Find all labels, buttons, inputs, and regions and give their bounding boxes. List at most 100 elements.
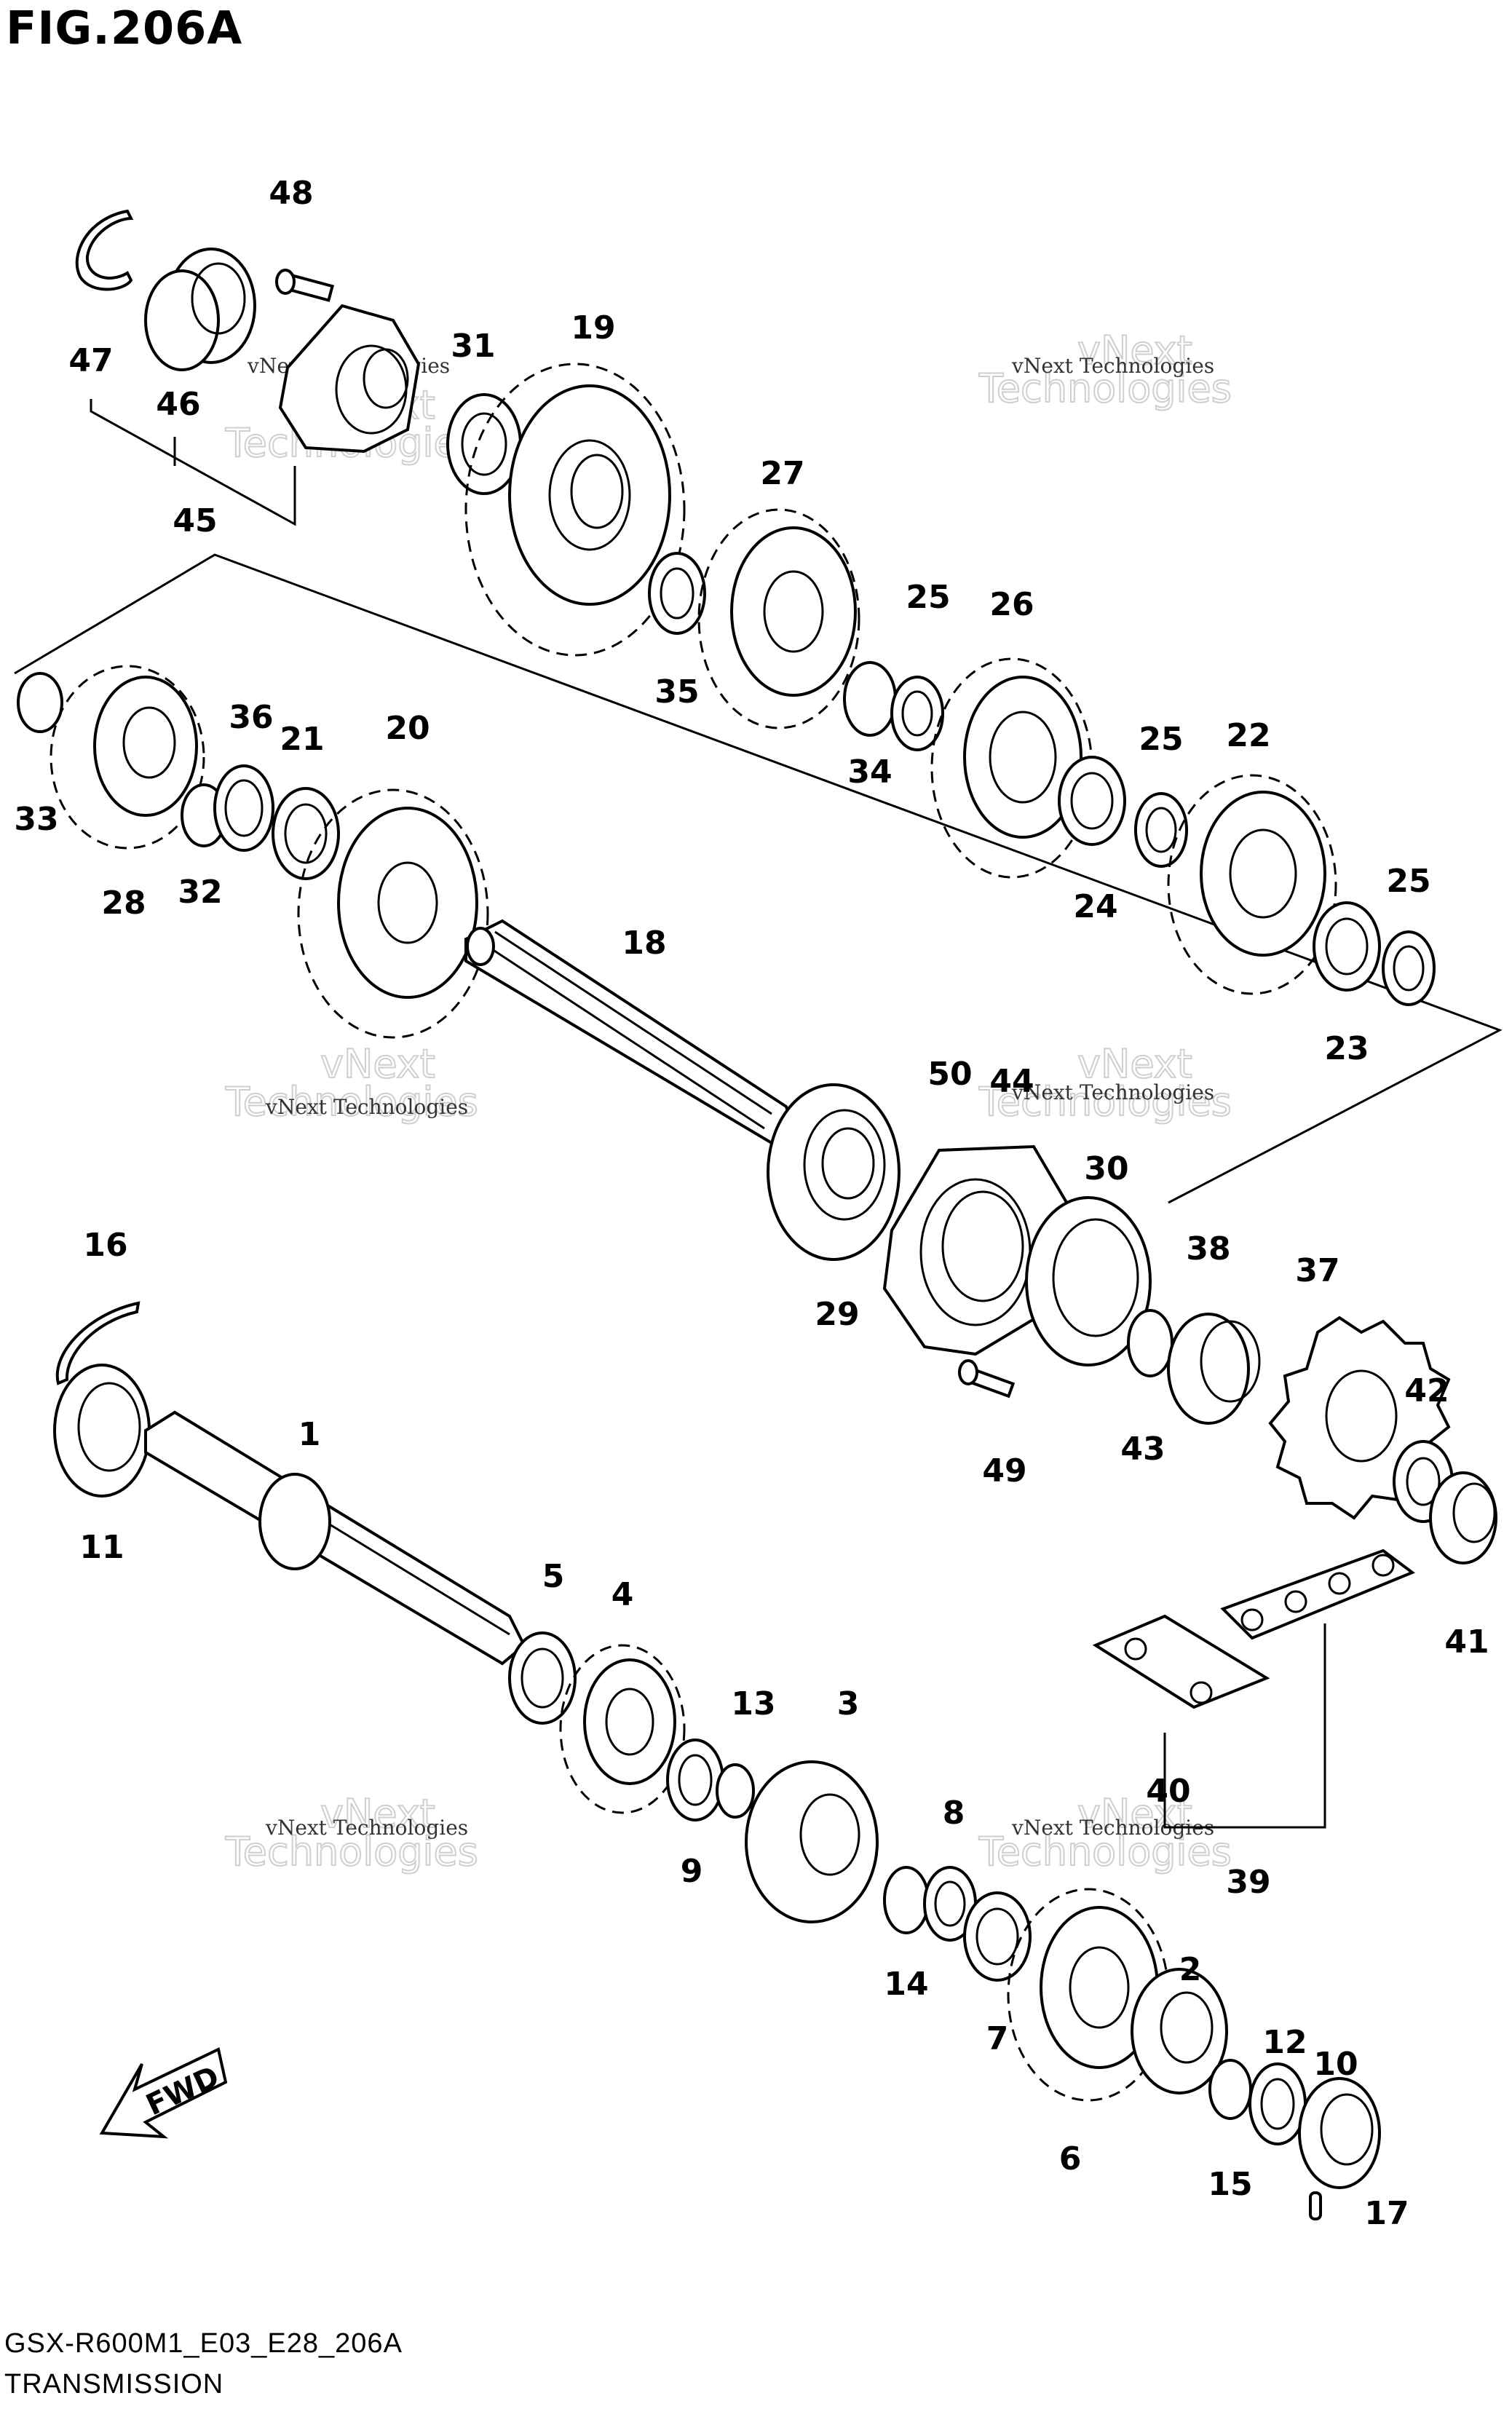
svg-text:vNext Technologies: vNext Technologies xyxy=(225,1791,478,1875)
callout-20: 20 xyxy=(385,710,430,747)
part-12-washer xyxy=(1248,2062,1307,2145)
driveshaft-assembly xyxy=(53,1301,1381,2220)
callout-41: 41 xyxy=(1444,1623,1489,1661)
callout-6: 6 xyxy=(1059,2140,1082,2177)
callout-30: 30 xyxy=(1084,1150,1128,1187)
part-45-bearing-retainer xyxy=(278,304,421,454)
callout-4: 4 xyxy=(611,1576,634,1613)
part-49-screw xyxy=(958,1359,1016,1399)
callout-28: 28 xyxy=(101,885,146,922)
part-15-circlip xyxy=(1208,2059,1252,2120)
callout-22: 22 xyxy=(1226,717,1270,754)
callout-16: 16 xyxy=(83,1227,127,1264)
callout-25: 25 xyxy=(906,579,950,616)
callout-44: 44 xyxy=(989,1063,1034,1100)
callout-17: 17 xyxy=(1364,2195,1409,2232)
callout-49: 49 xyxy=(982,1452,1026,1490)
group-bracket-45 xyxy=(90,399,296,526)
callout-34: 34 xyxy=(847,753,892,791)
part-33-circlip xyxy=(17,672,63,733)
part-14-circlip xyxy=(883,1866,930,1934)
part-26-gear xyxy=(930,657,1093,879)
part-5-bushing xyxy=(508,1631,577,1725)
callout-9: 9 xyxy=(681,1853,703,1890)
part-22-gear xyxy=(1167,774,1337,995)
group-bracket-countershaft xyxy=(14,553,1503,1204)
part-27-gear xyxy=(697,508,860,729)
callout-5: 5 xyxy=(542,1558,565,1595)
part-11-oil-seal xyxy=(53,1364,151,1498)
callout-15: 15 xyxy=(1208,2166,1252,2203)
part-28-gear xyxy=(50,665,205,850)
watermark-text: vNext Technologies xyxy=(265,1816,468,1840)
part-3-gear xyxy=(745,1760,879,1923)
callout-12: 12 xyxy=(1262,2024,1307,2061)
callout-3: 3 xyxy=(837,1685,860,1722)
callout-42: 42 xyxy=(1404,1372,1449,1409)
callout-31: 31 xyxy=(451,328,495,365)
svg-text:vNext Technologies: vNext Technologies xyxy=(225,1041,478,1125)
part-25-washer-c xyxy=(1382,930,1436,1006)
watermark-line2: Technologies xyxy=(225,1829,478,1875)
part-4-gear xyxy=(559,1644,686,1814)
callout-29: 29 xyxy=(815,1296,859,1333)
watermark-text: vNext Technologies xyxy=(265,1095,468,1119)
part-9-washer xyxy=(666,1738,724,1821)
watermark-text: vNext Technologies xyxy=(1011,1080,1214,1104)
part-34-circlip xyxy=(843,661,897,737)
callout-39: 39 xyxy=(1226,1864,1270,1901)
callout-19: 19 xyxy=(571,309,615,347)
callout-27: 27 xyxy=(760,455,804,492)
part-48-screw xyxy=(275,269,335,302)
part-50-retainer xyxy=(882,1144,1072,1356)
callout-8: 8 xyxy=(943,1795,965,1832)
part-31-bushing xyxy=(446,393,522,495)
watermark-line2: Technologies xyxy=(225,1079,478,1125)
part-10-needle-bearing xyxy=(1298,2077,1381,2189)
part-43-o-ring xyxy=(1127,1309,1173,1377)
callout-37: 37 xyxy=(1295,1252,1339,1289)
svg-text:vNext Technologies: vNext Technologies xyxy=(978,1041,1232,1125)
callout-1: 1 xyxy=(298,1416,321,1453)
figure-title: FIG.206A xyxy=(6,1,243,55)
section-name: TRANSMISSION xyxy=(4,2369,224,2400)
callout-33: 33 xyxy=(14,801,58,838)
watermark-line1: vNext xyxy=(1077,1791,1192,1837)
watermark-line2: Technologies xyxy=(978,365,1232,411)
watermark-line1: vNext xyxy=(1077,1041,1192,1087)
callout-23: 23 xyxy=(1324,1030,1369,1067)
part-36-washer xyxy=(213,764,274,852)
callout-46: 46 xyxy=(156,386,200,423)
part-13-circlip xyxy=(716,1763,755,1819)
watermark-text: vNext Technologies xyxy=(1011,354,1214,378)
callout-24: 24 xyxy=(1073,888,1117,925)
part-2-gear xyxy=(1131,1968,1228,2094)
callout-25: 25 xyxy=(1139,721,1183,758)
watermark-line2: Technologies xyxy=(978,1829,1232,1875)
callout-11: 11 xyxy=(79,1529,124,1566)
part-23-needle-bearing xyxy=(1313,901,1381,992)
part-25-washer-a xyxy=(890,676,944,751)
svg-text:vNext Technologies: vNext Technologies xyxy=(978,1791,1232,1875)
callout-50: 50 xyxy=(927,1056,972,1093)
watermark-line1: vNext xyxy=(320,1041,435,1087)
part-20-gear xyxy=(297,788,489,1039)
part-35-washer xyxy=(648,552,706,635)
part-24-needle-bearing xyxy=(1058,756,1126,846)
part-29-bearing xyxy=(767,1083,901,1261)
part-17-pin xyxy=(1309,2191,1322,2220)
part-47-circlip xyxy=(75,209,134,291)
callout-10: 10 xyxy=(1313,2046,1358,2083)
callout-21: 21 xyxy=(280,721,324,758)
part-40-joint-link xyxy=(1092,1614,1270,1709)
callout-26: 26 xyxy=(989,586,1034,623)
part-19-gear xyxy=(464,363,686,657)
part-39-drive-chain xyxy=(1220,1548,1416,1640)
part-41-nut xyxy=(1429,1471,1497,1564)
callout-25: 25 xyxy=(1386,863,1430,900)
group-bracket-39 xyxy=(1163,1623,1326,1829)
callout-18: 18 xyxy=(622,925,666,962)
part-21-bushing xyxy=(272,787,340,880)
callout-45: 45 xyxy=(173,502,217,539)
